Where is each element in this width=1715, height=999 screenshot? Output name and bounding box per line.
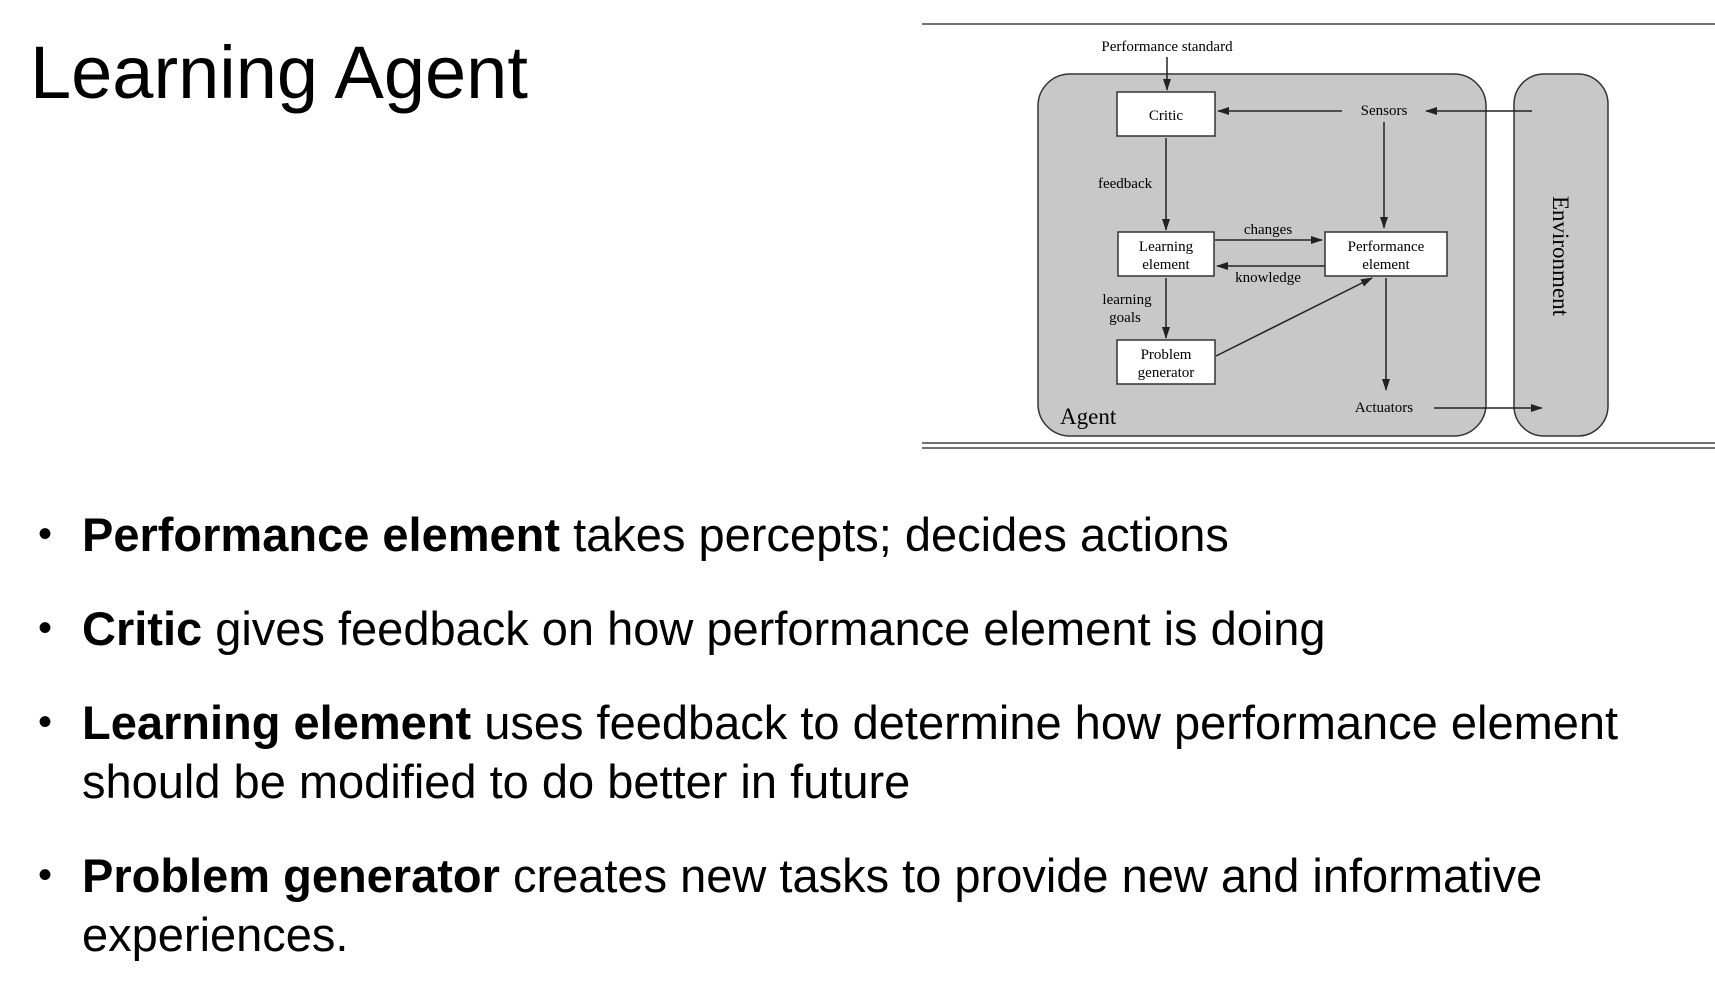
bullet-learning-element: • Learning element uses feedback to dete… [38,693,1688,811]
learning-element-label-1: Learning [1139,239,1194,255]
bullet-marker: • [38,512,53,556]
knowledge-label: knowledge [1235,270,1301,286]
performance-standard-label: Performance standard [1101,39,1233,55]
learning-agent-diagram: Agent Environment Performance standard C… [922,23,1715,449]
feedback-label: feedback [1098,176,1153,192]
problem-generator-box [1116,339,1216,385]
actuators-label: Actuators [1355,400,1413,416]
sensors-label: Sensors [1361,103,1408,119]
bullet-performance-element: • Performance element takes percepts; de… [38,505,1688,564]
bullet-text: gives feedback on how performance elemen… [202,602,1326,655]
performance-element-label-2: element [1362,257,1410,273]
bullet-marker: • [38,853,53,897]
problem-generator-label-1: Problem [1141,347,1192,363]
bullet-marker: • [38,700,53,744]
slide-title: Learning Agent [30,31,528,114]
bullet-marker: • [38,606,53,650]
performance-element-box [1324,231,1448,277]
problem-generator-label-2: generator [1138,365,1195,381]
learning-element-box [1117,231,1215,277]
learning-goals-label-1: learning [1102,292,1152,308]
bullet-term: Performance element [82,508,561,561]
bullet-term: Learning element [82,696,472,749]
bullet-text: creates new tasks to provide new and inf… [82,849,1543,961]
learning-goals-label-2: goals [1109,310,1141,326]
learning-element-label-2: element [1142,257,1190,273]
bullet-term: Critic [82,602,203,655]
bullet-list: • Performance element takes percepts; de… [38,505,1688,999]
critic-box [1116,91,1216,137]
changes-label: changes [1244,222,1292,238]
environment-region [1513,73,1609,437]
performance-element-label-1: Performance [1348,239,1425,255]
critic-label: Critic [1149,108,1184,124]
bullet-text: takes percepts; decides actions [560,508,1229,561]
agent-label: Agent [1060,404,1117,429]
environment-label: Environment [1548,196,1573,317]
bullet-problem-generator: • Problem generator creates new tasks to… [38,846,1688,964]
bullet-critic: • Critic gives feedback on how performan… [38,599,1688,658]
bullet-text: uses feedback to determine how performan… [82,696,1619,808]
bullet-term: Problem generator [82,849,500,902]
